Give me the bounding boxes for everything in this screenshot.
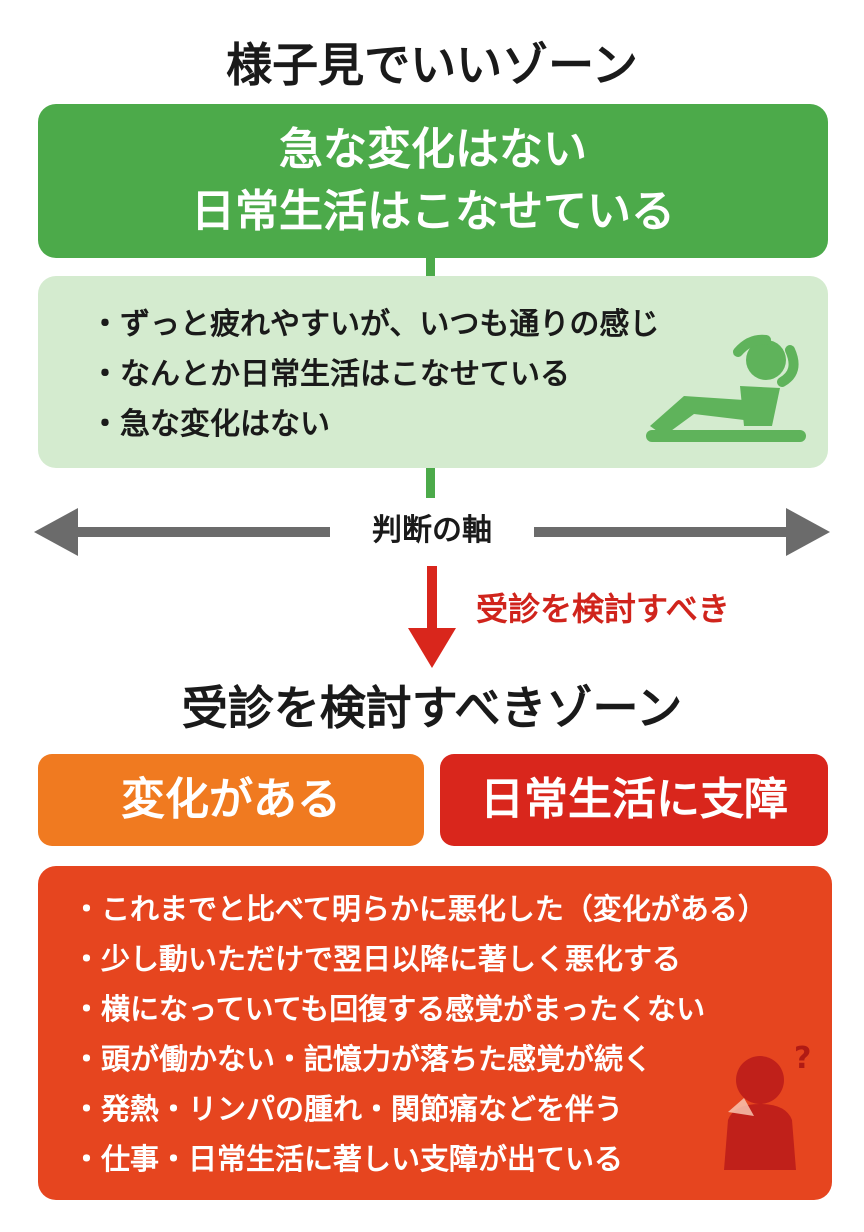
svg-text:?: ? xyxy=(794,1041,811,1076)
transition-label: 受診を検討すべき xyxy=(476,590,730,628)
list-item: 仕事・日常生活に著しい支障が出ている xyxy=(72,1134,767,1184)
list-item: 横になっていても回復する感覚がまったくない xyxy=(72,984,767,1034)
bottom-zone-title: 受診を検討すべきゾーン xyxy=(181,681,683,735)
top-zone-title: 様子見でいいゾーン xyxy=(226,38,638,92)
list-item: 発熱・リンパの腫れ・関節痛などを伴う xyxy=(72,1084,767,1134)
top-zone-header-line2: 日常生活はこなせている xyxy=(191,186,675,237)
list-item: ずっと疲れやすいが、いつも通りの感じ xyxy=(90,300,659,350)
relaxing-person-icon xyxy=(646,334,806,442)
daily-life-impact-box: 日常生活に支障 xyxy=(440,754,828,846)
axis-label: 判断の軸 xyxy=(372,513,492,548)
top-zone-list: ずっと疲れやすいが、いつも通りの感じ なんとか日常生活はこなせている 急な変化は… xyxy=(90,300,659,450)
top-zone-header: 急な変化はない 日常生活はこなせている xyxy=(38,104,828,258)
judgment-axis-arrow xyxy=(34,508,830,556)
top-zone-header-line1: 急な変化はない xyxy=(279,124,587,175)
bottom-zone-list: これまでと比べて明らかに悪化した（変化がある） 少し動いただけで翌日以降に著しく… xyxy=(72,884,767,1184)
list-item: 頭が働かない・記憶力が落ちた感覚が続く xyxy=(72,1034,767,1084)
connector-line-lower xyxy=(426,468,435,498)
down-arrow-icon xyxy=(408,566,456,668)
list-item: なんとか日常生活はこなせている xyxy=(90,350,659,400)
list-item: これまでと比べて明らかに悪化した（変化がある） xyxy=(72,884,767,934)
connector-line-upper xyxy=(426,258,435,276)
list-item: 少し動いただけで翌日以降に著しく悪化する xyxy=(72,934,767,984)
change-box: 変化がある xyxy=(38,754,424,846)
worried-person-icon: ? xyxy=(724,1041,811,1170)
list-item: 急な変化はない xyxy=(90,400,659,450)
